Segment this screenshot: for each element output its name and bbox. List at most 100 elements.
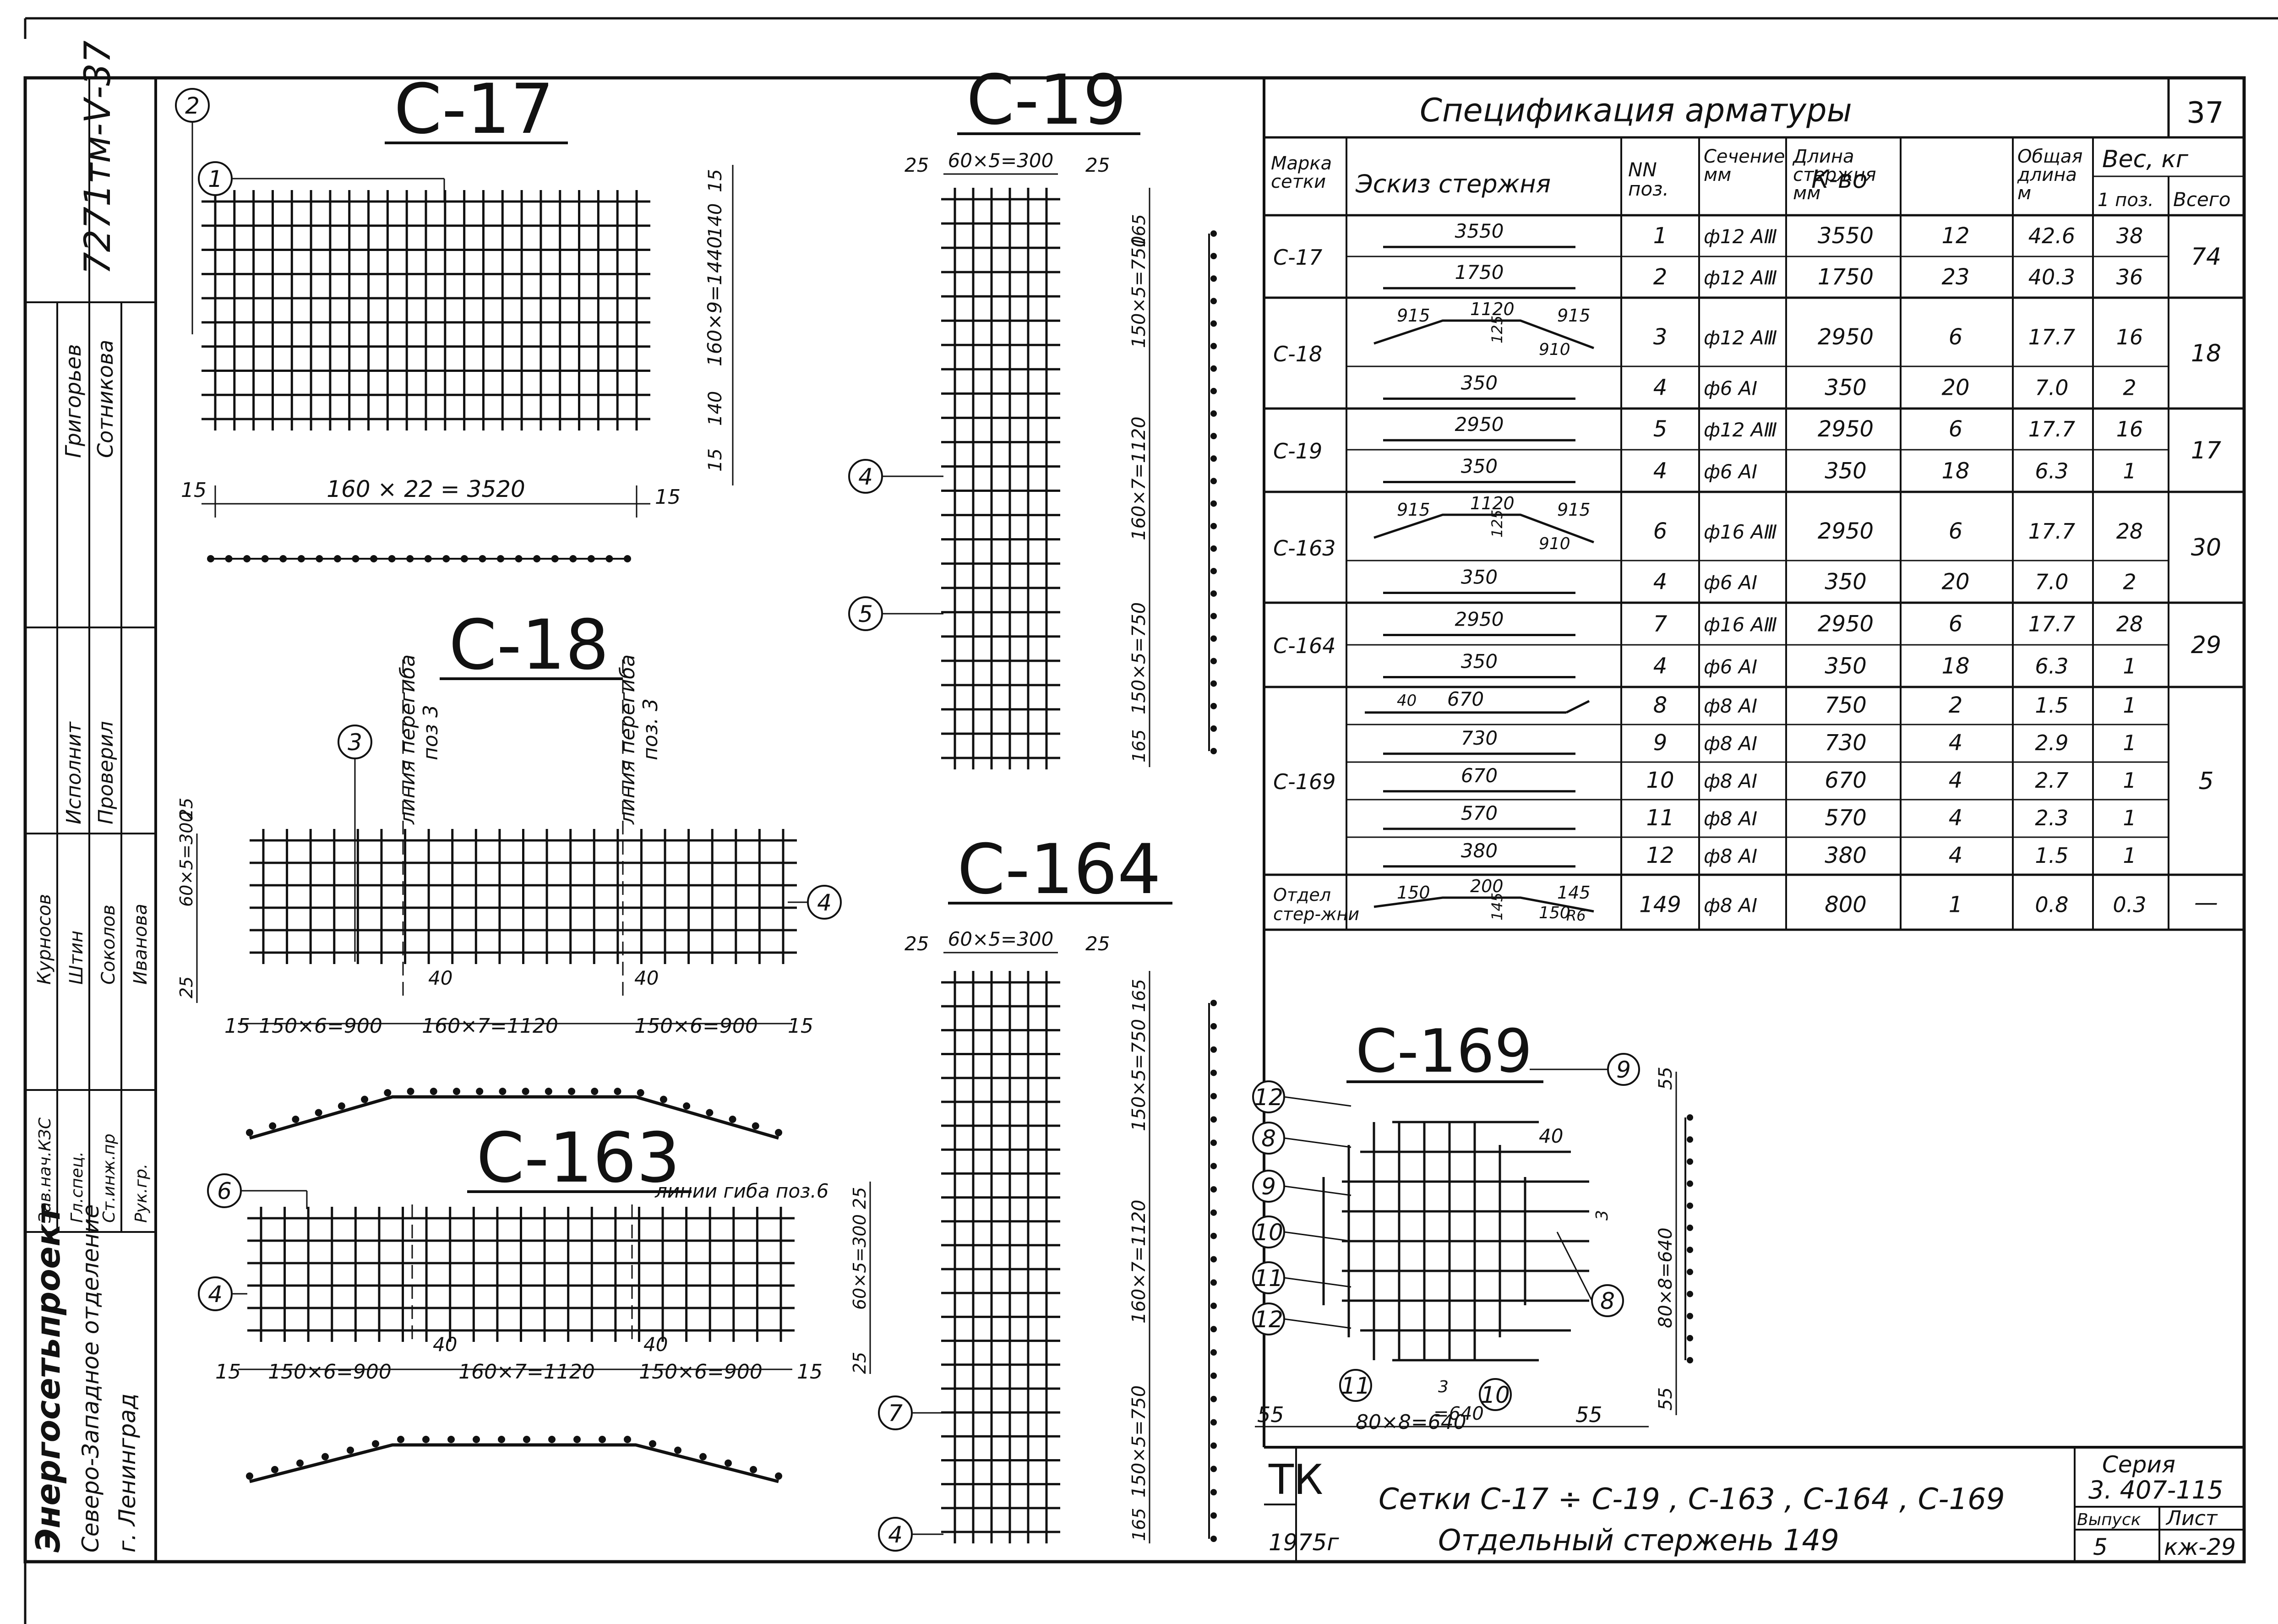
- sketch-dim: 670: [1447, 688, 1484, 710]
- leader: [1284, 1231, 1352, 1242]
- dim-label: 25: [1085, 932, 1110, 955]
- section-dot: [1210, 590, 1217, 597]
- section-dot: [1210, 478, 1217, 485]
- section-dot: [1210, 455, 1217, 462]
- section-dot: [279, 555, 287, 562]
- cell-length: 380: [1825, 843, 1867, 868]
- cell-qty: 6: [1949, 416, 1963, 442]
- dim-label: 55: [1655, 1067, 1676, 1090]
- section-dot: [452, 1088, 460, 1095]
- section-dot: [352, 555, 360, 562]
- cell-total-length: 17.7: [2028, 325, 2075, 349]
- sketch-bent-bar: [1373, 896, 1594, 913]
- section-dot: [1210, 275, 1217, 282]
- cell-pos: 4: [1653, 375, 1668, 401]
- section-dot: [473, 1436, 480, 1443]
- cell-total-weight: 18: [2191, 340, 2221, 367]
- section-dot: [370, 555, 378, 562]
- cell-length: 1750: [1818, 264, 1874, 290]
- cell-weight: 2: [2123, 376, 2136, 400]
- section-dot: [605, 555, 613, 562]
- callout-number: 12: [1254, 1084, 1283, 1111]
- view-title: С-18: [449, 605, 609, 685]
- cell-total-weight: 30: [2191, 534, 2221, 561]
- section-dots: [1208, 230, 1217, 754]
- sketch-dim: 350: [1461, 372, 1498, 394]
- dim-label: 40: [634, 967, 659, 989]
- cell-weight: 36: [2116, 265, 2143, 289]
- section-dot: [322, 1453, 329, 1461]
- cell-section: ф8 АⅠ: [1704, 807, 1757, 830]
- section-dot: [1210, 1116, 1217, 1123]
- section-dots: [1208, 1000, 1217, 1542]
- dim-label: 3: [1593, 1210, 1612, 1221]
- section-dot: [1210, 365, 1217, 372]
- cell-pos: 5: [1653, 416, 1668, 442]
- section-dot: [725, 1459, 732, 1467]
- c169-grid: [1322, 1121, 1589, 1362]
- sketch-bent-bar: [1373, 513, 1594, 544]
- cell-weight: 1: [2123, 730, 2136, 755]
- cell-section: ф12 АⅢ: [1704, 225, 1777, 248]
- section-dot: [1210, 433, 1217, 440]
- sketch-dim: 2950: [1455, 413, 1504, 436]
- callout-number: 11: [1254, 1265, 1283, 1292]
- section-dot: [533, 555, 541, 562]
- cell-mark: С-17: [1273, 245, 1322, 270]
- sketch-dim: 145: [1557, 883, 1591, 903]
- section-dot: [384, 1089, 392, 1097]
- title-tk: ТК: [1268, 1456, 1323, 1504]
- cell-length: 3550: [1818, 223, 1874, 249]
- header-kvo: К-во: [1811, 165, 1868, 194]
- section-dot: [1210, 1186, 1217, 1193]
- callout-number: 4: [858, 463, 873, 490]
- cell-weight: 38: [2116, 223, 2143, 248]
- cell-qty: 6: [1949, 611, 1963, 637]
- cell-section: ф16 АⅢ: [1704, 614, 1777, 636]
- stamp-role-4: Гл.спец.: [68, 1151, 87, 1223]
- leader: [1284, 1137, 1352, 1148]
- cell-pos: 1: [1653, 223, 1668, 249]
- section-dot: [424, 555, 432, 562]
- title-year: 1975г: [1269, 1529, 1339, 1556]
- dim-label: 55: [1575, 1402, 1602, 1427]
- section-dot: [775, 1472, 782, 1480]
- section-dot: [1210, 523, 1217, 529]
- section-dot: [406, 555, 414, 562]
- cell-mark: Отдел: [1273, 885, 1331, 905]
- dim-label: 160 × 22 = 3520: [327, 476, 525, 502]
- stamp-name-2: Штин: [66, 931, 87, 985]
- section-dot: [1210, 1023, 1217, 1030]
- callout-number: 7: [888, 1400, 903, 1427]
- sketch-dim: 730: [1461, 727, 1498, 749]
- callout-number: 5: [858, 601, 873, 627]
- title-block: [1264, 1447, 2244, 1562]
- section-dot: [397, 1436, 404, 1443]
- sketch-dim: 570: [1461, 802, 1498, 824]
- cell-section: ф8 АⅠ: [1704, 894, 1757, 917]
- section-dot: [1210, 387, 1217, 394]
- cell-length: 350: [1825, 654, 1867, 679]
- cell-qty: 20: [1941, 569, 1969, 595]
- dim-label: 15: [788, 1014, 813, 1038]
- cell-mark: С-164: [1273, 633, 1336, 658]
- section-dot: [1210, 1279, 1217, 1286]
- section-dot: [292, 1116, 300, 1123]
- sketch-dim: 125: [1488, 510, 1506, 538]
- cell-qty: 23: [1941, 264, 1969, 290]
- cell-pos: 4: [1653, 569, 1668, 595]
- section-dot: [476, 1088, 484, 1095]
- section-dot: [1210, 1256, 1217, 1263]
- sketch-dim: 150: [1539, 904, 1570, 922]
- cell-section: ф8 АⅠ: [1704, 770, 1757, 792]
- dim-label: 25: [850, 1352, 870, 1374]
- view-title: С-163: [476, 1118, 680, 1198]
- cell-weight: 28: [2116, 519, 2143, 544]
- cell-total-length: 42.6: [2028, 223, 2075, 248]
- section-dot: [243, 555, 251, 562]
